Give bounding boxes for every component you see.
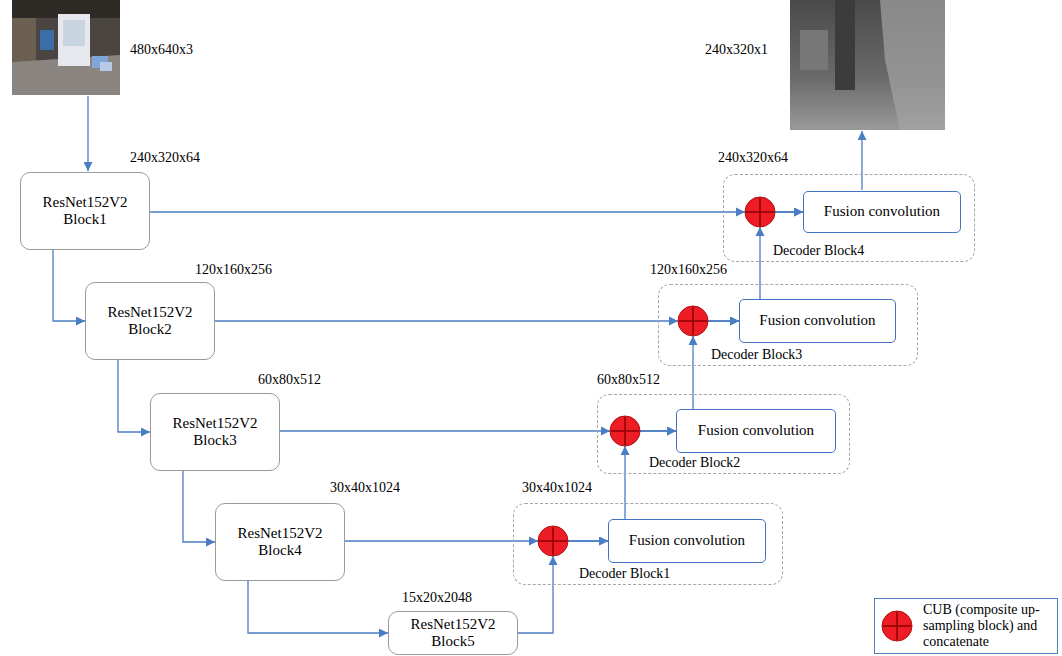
encoder-block: ResNet152V2 Block4 [215,503,345,581]
fusion-convolution-box: Fusion convolution [676,409,836,453]
connector-arrow [518,541,608,633]
photo-ground [12,0,120,95]
photo-bag [100,62,112,71]
connector-arrow [215,320,739,321]
box-label: Fusion convolution [759,312,875,329]
box-label: ResNet152V2 Block5 [403,616,503,651]
cub-cross [679,307,707,335]
connector-arrow [53,250,85,321]
box-label: ResNet152V2 Block1 [35,194,135,229]
box-label: ResNet152V2 Block2 [100,304,200,339]
box-label: Fusion convolution [698,422,814,439]
arrowhead [601,427,610,436]
legend-swatch [881,610,913,642]
output-arrow [861,131,862,190]
arrowhead [756,227,765,236]
dimension-label: 240x320x1 [705,42,768,58]
decoder-block-title: Decoder Block3 [711,347,802,363]
decoder-block: Decoder Block4 Fusion convolution [723,174,975,262]
depth-near-region [880,0,945,130]
encoder-block: ResNet152V2 Block5 [388,611,518,655]
arrowhead [736,208,745,217]
cub-symbol [678,306,708,336]
dimension-label: 120x160x256 [195,262,272,278]
box-label: Fusion convolution [629,532,745,549]
legend-text: CUB (composite up-sampling block) and co… [923,602,1051,650]
decoder-block-title: Decoder Block1 [579,566,670,582]
depth-ground [790,0,945,130]
arrowhead [669,317,678,326]
cub-circle [678,306,708,336]
cub-cross [539,527,567,555]
arrowhead [621,446,630,455]
cub-symbol [882,611,912,641]
legend-box: CUB (composite up-sampling block) and co… [874,598,1058,654]
decoder-block: Decoder Block1 Fusion convolution [513,503,783,585]
input-arrow [87,96,88,171]
cub-symbol [610,416,640,446]
decoder-block: Decoder Block2 Fusion convolution [597,394,850,474]
fusion-convolution-box: Fusion convolution [608,519,766,563]
dimension-label: 15x20x2048 [402,590,472,606]
fusion-convolution-box: Fusion convolution [803,191,961,233]
arrowhead [689,336,698,345]
dimension-label: 30x40x1024 [522,480,592,496]
cub-circle [610,416,640,446]
cub-cross [746,198,774,226]
dimension-label: 30x40x1024 [330,480,400,496]
dimension-label: 120x160x256 [650,262,727,278]
decoder-block-title: Decoder Block4 [773,243,864,259]
box-label: ResNet152V2 Block3 [165,415,265,450]
photo-booth [58,14,90,66]
depth-object [800,30,828,70]
photo-shelf [12,18,36,64]
cub-input-arrowheads [529,208,765,566]
connector-arrow [118,360,150,432]
cub-circle [745,197,775,227]
dimension-label: 480x640x3 [130,42,193,58]
connector-arrow [345,540,608,541]
input-photo [12,0,120,95]
arrowhead [549,556,558,565]
cub-circle [538,526,568,556]
connector-arrow [248,581,388,633]
photo-object [40,30,54,50]
dimension-label: 240x320x64 [718,150,788,166]
depth-far-region [835,0,855,90]
dimension-label: 240x320x64 [130,150,200,166]
box-label: ResNet152V2 Block4 [230,525,330,560]
connector-arrow [183,471,215,542]
cub-cross [883,612,911,640]
box-label: Fusion convolution [824,203,940,220]
cub-symbol [745,197,775,227]
legend-entry: CUB (composite up-sampling block) and co… [881,602,1051,650]
depth-map [790,0,945,130]
decoder-block: Decoder Block3 Fusion convolution [658,284,918,366]
arrowhead [529,537,538,546]
decoder-block-title: Decoder Block2 [649,455,740,471]
encoder-block: ResNet152V2 Block2 [85,282,215,360]
encoder-block: ResNet152V2 Block1 [20,172,150,250]
cub-symbol [538,526,568,556]
encoder-block: ResNet152V2 Block3 [150,393,280,471]
photo-window [63,20,85,46]
dimension-label: 60x80x512 [258,372,321,388]
fusion-convolution-box: Fusion convolution [739,299,896,343]
cub-cross [611,417,639,445]
dimension-label: 60x80x512 [597,372,660,388]
connector-arrow [150,211,803,212]
